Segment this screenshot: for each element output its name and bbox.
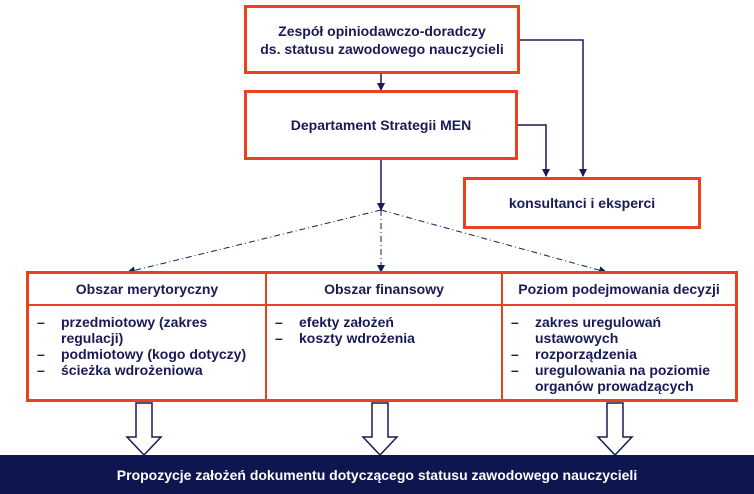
column-title: Poziom podejmowania decyzji (503, 274, 735, 306)
team-box: Zespół opiniodawczo-doradczy ds. statusu… (244, 5, 520, 74)
arrow-team-to-consultants (519, 39, 587, 177)
column-title: Obszar finansowy (267, 274, 501, 306)
team-box-line-2: ds. statusu zawodowego nauczycieli (260, 40, 504, 57)
column-substantive: Obszar merytoryczny przedmiotowy (zakres… (29, 274, 265, 399)
department-box-label: Departament Strategii MEN (290, 117, 472, 133)
list-item: uregulowania na poziomie organów prowadz… (511, 362, 729, 394)
footer-text: Propozycje założeń dokumentu dotyczącego… (116, 466, 638, 483)
list-item: przedmiotowy (zakres regulacji) (37, 314, 259, 346)
column-list: przedmiotowy (zakres regulacji) podmioto… (29, 314, 265, 378)
column-financial: Obszar finansowy efekty założeń koszty w… (265, 274, 501, 399)
list-item: efekty założeń (275, 314, 495, 330)
list-item: koszty wdrożenia (275, 330, 495, 346)
block-arrow-left (125, 402, 163, 457)
block-arrow-center (361, 402, 399, 457)
column-decision-level: Poziom podejmowania decyzji zakres uregu… (501, 274, 735, 399)
column-list: zakres uregulowań ustawowych rozporządze… (503, 314, 735, 394)
list-item: ścieżka wdrożeniowa (37, 362, 259, 378)
footer-bar: Propozycje założeń dokumentu dotyczącego… (0, 455, 754, 494)
column-list: efekty założeń koszty wdrożenia (267, 314, 501, 346)
list-item: podmiotowy (kogo dotyczy) (37, 346, 259, 362)
consultants-box-label: konsultanci i eksperci (508, 195, 656, 211)
block-arrow-right (596, 402, 634, 457)
consultants-box: konsultanci i eksperci (463, 177, 701, 229)
branch-arrow-left (127, 209, 382, 275)
list-item: rozporządzenia (511, 346, 729, 362)
list-item: zakres uregulowań ustawowych (511, 314, 729, 346)
areas-panel: Obszar merytoryczny przedmiotowy (zakres… (26, 271, 738, 402)
arrow-department-to-consultants (517, 124, 550, 177)
department-box: Departament Strategii MEN (244, 90, 518, 160)
team-box-line-1: Zespół opiniodawczo-doradczy (278, 22, 486, 39)
column-title: Obszar merytoryczny (29, 274, 265, 306)
